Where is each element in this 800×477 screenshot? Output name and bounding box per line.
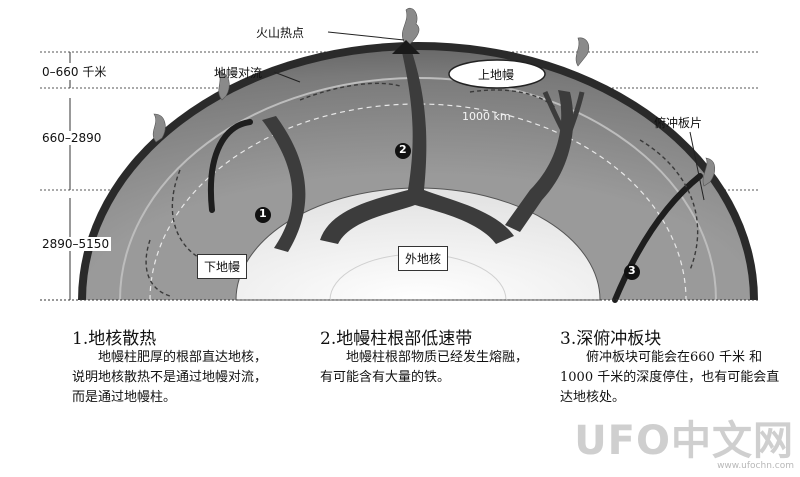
marker-2: [395, 143, 411, 159]
hotspot-label: 火山热点: [256, 26, 305, 40]
marker-3-label: 3: [628, 264, 636, 277]
outer-core-label: 外地核: [398, 246, 449, 271]
depth-label-0-660: 0–660 千米: [40, 63, 109, 80]
watermark-logo-text: UFO中文网: [574, 418, 794, 464]
panel-1-body: 地幔柱肥厚的根部直达地核，说明地核散热不是通过地幔对流，而是通过地幔柱。: [72, 350, 268, 405]
panel-3-body: 俯冲板块可能会在660 千米 和 1000 千米的深度停住，也有可能会直达地核处…: [560, 350, 780, 405]
depth-label-660-2890: 660–2890: [40, 131, 104, 145]
panel-1-title: 1.地核散热: [72, 329, 157, 349]
upper-mantle-marker: [448, 59, 546, 89]
panel-3-title: 3.深俯冲板块: [560, 329, 662, 349]
marker-2-label: 2: [399, 143, 407, 156]
mantle-plumes: [262, 52, 585, 252]
marker-1-label: 1: [259, 207, 267, 220]
scale-label: 1000 km: [462, 110, 511, 123]
upper-mantle-label: 上地幔: [478, 68, 515, 82]
panel-2-body: 地幔柱根部物质已经发生熔融，有可能含有大量的铁。: [320, 350, 529, 385]
volcano-smoke: [152, 7, 716, 187]
hotspot-peak: [392, 40, 420, 54]
marker-3: [624, 264, 640, 280]
watermark-url: www.ufochn.com: [717, 461, 794, 471]
subducting-slab-right: [612, 173, 703, 303]
marker-1: [255, 207, 271, 223]
panel-2-title: 2.地幔柱根部低速带: [320, 329, 473, 349]
depth-line-1000km: [149, 103, 687, 301]
ufochn-watermark: UFO中文网 www.ufochn.com: [574, 421, 794, 471]
subducting-slab-left: [207, 119, 253, 213]
leader-lines: [273, 31, 705, 201]
lower-mantle-label: 下地幔: [197, 254, 248, 279]
depth-label-2890-5150: 2890–5150: [40, 237, 112, 251]
convection-label: 地幔对流: [214, 66, 263, 80]
subducting-slab-label: 俯冲板片: [654, 116, 703, 130]
